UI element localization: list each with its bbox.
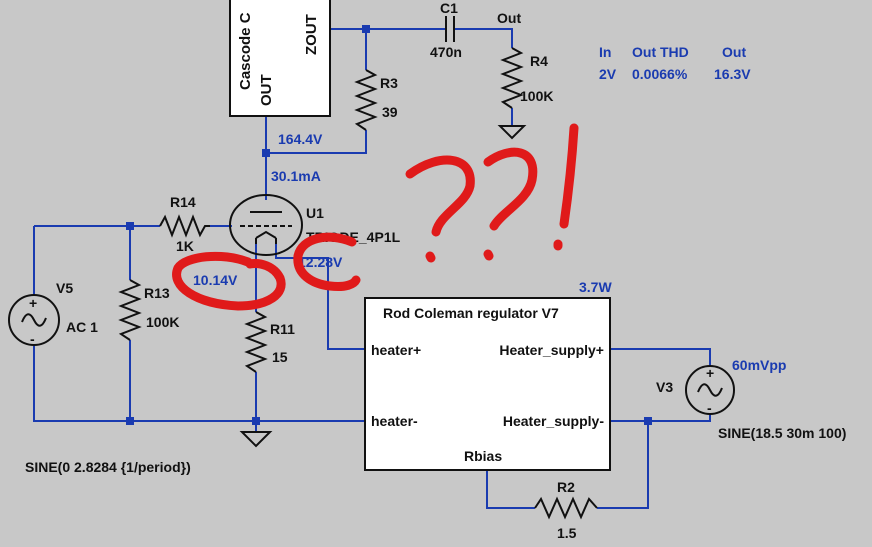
capacitor-c1[interactable]: C1 470n xyxy=(430,0,462,60)
cascode-block-body[interactable] xyxy=(229,0,331,117)
resistor-r2[interactable]: R2 1.5 xyxy=(534,479,598,541)
ground-symbol-main xyxy=(239,431,273,448)
resistor-r4-zigzag xyxy=(500,47,524,109)
results-header-in: In xyxy=(599,44,611,60)
junction-dot xyxy=(126,417,134,425)
cascode-zout-pin-label: ZOUT xyxy=(303,14,320,55)
voltage-source-v5-body xyxy=(8,294,60,346)
annotation-question-mark-2 xyxy=(483,147,538,231)
resistor-r14-zigzag xyxy=(159,214,210,238)
cathode-voltage-readout: 10.14V xyxy=(193,272,238,288)
results-header-out-thd: Out THD xyxy=(632,44,689,60)
capacitor-c1-plates xyxy=(445,16,455,42)
annotation-question-mark-1 xyxy=(405,155,475,237)
plate-current-readout: 30.1mA xyxy=(271,168,321,184)
regulator-block[interactable]: Rod Coleman regulator V7 heater+ heater-… xyxy=(364,297,611,471)
resistor-r11-zigzag xyxy=(244,311,268,373)
regulator-block-body[interactable] xyxy=(364,297,611,471)
results-header-out: Out xyxy=(722,44,746,60)
v3-plus-marker: + xyxy=(706,365,714,381)
r14-name: R14 xyxy=(170,194,196,210)
v3-spec: SINE(18.5 30m 100) xyxy=(718,425,846,441)
wire-ground-bus xyxy=(33,345,365,422)
resistor-r3[interactable]: R3 39 xyxy=(354,69,398,131)
v3-name: V3 xyxy=(656,379,673,395)
wires xyxy=(33,28,711,509)
pin-heater-supply-minus: Heater_supply- xyxy=(503,413,604,429)
resistor-r11[interactable]: R11 15 xyxy=(244,311,295,373)
v5-plus-marker: + xyxy=(29,295,37,311)
voltage-source-v3[interactable]: + - V3 xyxy=(656,365,735,416)
pin-rbias: Rbias xyxy=(464,448,502,464)
ground-symbol-r4 xyxy=(497,125,527,140)
v5-minus-marker: - xyxy=(30,331,35,347)
cascode-out-pin-label: OUT xyxy=(258,74,275,106)
junctions xyxy=(126,25,652,425)
r2-name: R2 xyxy=(557,479,575,495)
r4-value: 100K xyxy=(520,88,553,104)
u1-name: U1 xyxy=(306,205,324,221)
sine-wave-icon xyxy=(697,383,723,397)
wire-rbias-right xyxy=(597,421,649,509)
r14-value: 1K xyxy=(176,238,194,254)
resistor-r13[interactable]: R13 100K xyxy=(118,279,179,341)
pin-heater-plus: heater+ xyxy=(371,342,421,358)
sine-wave-icon xyxy=(21,313,47,327)
red-annotations xyxy=(172,123,579,311)
results-value-in: 2V xyxy=(599,66,617,82)
resistor-r2-zigzag xyxy=(534,496,598,520)
cascode-block[interactable]: Cascode C OUT ZOUT xyxy=(229,0,331,117)
r13-value: 100K xyxy=(146,314,179,330)
annotation-question-dot-1 xyxy=(425,251,436,263)
v5-name: V5 xyxy=(56,280,73,296)
v3-minus-marker: - xyxy=(707,400,712,416)
heater-voltage-readout: 12.28V xyxy=(298,254,343,270)
voltage-source-v5[interactable]: + - V5 AC 1 xyxy=(8,280,98,347)
wire-rbias-left xyxy=(486,470,535,509)
r3-name: R3 xyxy=(380,75,398,91)
r11-name: R11 xyxy=(270,321,295,337)
resistor-r14[interactable]: R14 1K xyxy=(159,194,210,254)
out-net-label: Out xyxy=(497,10,521,26)
c1-name: C1 xyxy=(440,0,458,16)
junction-dot xyxy=(126,222,134,230)
plate-node-voltage: 164.4V xyxy=(278,131,323,147)
junction-dot xyxy=(362,25,370,33)
c1-value: 470n xyxy=(430,44,462,60)
r11-value: 15 xyxy=(272,349,288,365)
wire-supply-plus xyxy=(610,348,711,366)
pin-heater-minus: heater- xyxy=(371,413,418,429)
r3-value: 39 xyxy=(382,104,398,120)
junction-dot xyxy=(644,417,652,425)
resistor-r4[interactable]: R4 100K xyxy=(500,47,553,109)
cascode-block-title: Cascode C xyxy=(237,12,254,90)
wire-supply-minus xyxy=(610,414,711,422)
voltage-source-v3-body xyxy=(685,365,735,415)
annotation-circle-heater xyxy=(293,232,361,291)
resistor-r3-zigzag xyxy=(354,69,378,131)
resistor-r13-zigzag xyxy=(118,279,142,341)
junction-dot xyxy=(262,149,270,157)
v5-value: AC 1 xyxy=(66,319,98,335)
annotation-exclamation-bar xyxy=(559,123,579,229)
wire-r3-bottom xyxy=(266,130,367,154)
v3-ripple: 60mVpp xyxy=(732,357,786,373)
wire-c1-r4 xyxy=(455,28,513,48)
annotation-question-dot-2 xyxy=(483,249,494,261)
junction-dot xyxy=(252,417,260,425)
results-value-out-thd: 0.0066% xyxy=(632,66,688,82)
pin-heater-supply-plus: Heater_supply+ xyxy=(499,342,604,358)
triode-u1-heater xyxy=(255,230,277,244)
regulator-title: Rod Coleman regulator V7 xyxy=(383,305,559,321)
r2-value: 1.5 xyxy=(557,525,577,541)
annotation-circle-cathode xyxy=(172,251,286,311)
r4-name: R4 xyxy=(530,53,548,69)
triode-u1-envelope xyxy=(229,194,303,256)
v5-spec: SINE(0 2.8284 {1/period}) xyxy=(25,459,191,475)
regulator-power-readout: 3.7W xyxy=(579,279,612,295)
r13-name: R13 xyxy=(144,285,170,301)
results-value-out: 16.3V xyxy=(714,66,751,82)
results-readout: In Out THD Out 2V 0.0066% 16.3V xyxy=(599,44,751,82)
